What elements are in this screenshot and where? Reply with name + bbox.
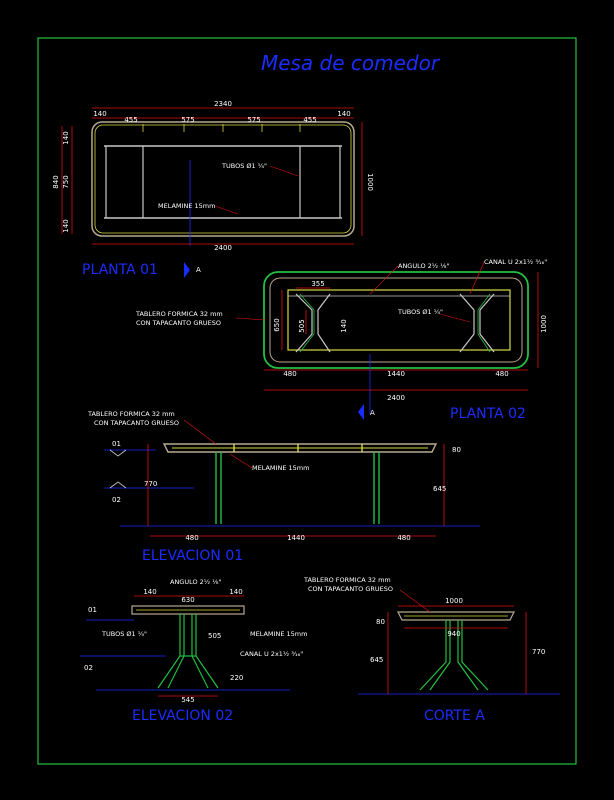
- elevacion-02-mark-02: 02: [84, 664, 93, 672]
- elevacion-02-label-melamine: MELAMINE 15mm: [250, 630, 307, 638]
- elevacion-01-label-tablero-2: CON TAPACANTO GRUESO: [94, 419, 179, 427]
- planta-02-dim-650: 650: [273, 318, 281, 331]
- elevacion-02-dim-top-1: 140: [143, 588, 156, 596]
- planta-02-frame: [287, 289, 511, 351]
- planta-02-label-canal: CANAL U 2x1½ ³⁄₁₆": [484, 258, 547, 266]
- elevacion-01-title: ELEVACION 01: [142, 548, 243, 564]
- elevacion-02-dim-220: 220: [230, 674, 243, 682]
- planta-02-label-tubos: TUBOS Ø1 ¼": [397, 308, 443, 316]
- elevacion-01-dim-bottom-3: 480: [397, 534, 410, 542]
- planta-02-label-tablero-2: CON TAPACANTO GRUESO: [136, 319, 221, 327]
- planta-02-dim-right-total: 1000: [540, 315, 548, 333]
- elevacion-01-label-melamine: MELAMINE 15mm: [252, 464, 309, 472]
- elevacion-01-tabletop: [162, 443, 438, 453]
- planta-01-cross-tubes: [105, 146, 341, 218]
- planta-01-dim-left-2: 750: [62, 175, 70, 188]
- elevacion-01-dim-bottom-2: 1440: [287, 534, 305, 542]
- corte-a-tabletop: [397, 611, 515, 621]
- planta-01-tabletop-inner: [94, 124, 352, 234]
- elevacion-02-label-canal: CANAL U 2x1½ ³⁄₁₆": [240, 650, 303, 658]
- corte-a-dim-770: 770: [532, 648, 545, 656]
- planta-01-dim-top-1: 140: [93, 110, 106, 118]
- planta-01-tick-marks: [142, 124, 301, 132]
- elevacion-02-title: ELEVACION 02: [132, 708, 233, 724]
- planta-01-title: PLANTA 01: [82, 262, 158, 278]
- planta-01-dim-right-total: 1000: [366, 173, 374, 191]
- planta-01-tabletop: [91, 121, 355, 237]
- elevacion-02-dim-545: 545: [181, 696, 194, 704]
- corte-a-title: CORTE A: [424, 708, 485, 724]
- elevacion-02-label-tubos: TUBOS Ø1 ¼": [101, 630, 147, 638]
- planta-02-dim-bottom-3: 480: [495, 370, 508, 378]
- corte-a-dim-1000: 1000: [445, 597, 463, 605]
- elevacion-01-dim-bottom-1: 480: [185, 534, 198, 542]
- planta-01-dim-top-5: 455: [303, 116, 316, 124]
- planta-01-dim-left-1: 140: [62, 131, 70, 144]
- planta-02-left-leg: [295, 293, 331, 353]
- planta-01-dim-bottom-total: 2400: [214, 244, 232, 252]
- elevacion-01-dim-80: 80: [452, 446, 461, 454]
- elevacion-01-label-tablero-1: TABLERO FORMICA 32 mm: [87, 410, 175, 418]
- planta-01-dim-top-total: 2340: [214, 100, 232, 108]
- elevacion-01-dim-645: 645: [433, 485, 446, 493]
- elevacion-01-level-02-icon: [109, 481, 127, 489]
- planta-01-dim-top-4: 575: [247, 116, 260, 124]
- planta-01-label-tubos: TUBOS Ø1 ¼": [221, 162, 267, 170]
- planta-02-dim-bottom-1: 480: [283, 370, 296, 378]
- planta-02-dim-355: 355: [311, 280, 324, 288]
- planta-01-section-arrow-icon: [184, 262, 190, 278]
- corte-a-leg: [419, 620, 489, 691]
- elevacion-02-label-angulo: ANGULO 2½ ⅛": [170, 578, 221, 586]
- elevacion-02-dim-top-2: 630: [181, 596, 194, 604]
- planta-01-dim-top-6: 140: [337, 110, 350, 118]
- planta-01-section-mark: A: [196, 266, 201, 274]
- planta-02-dim-bottom-2: 1440: [387, 370, 405, 378]
- elevacion-02-leg: [157, 614, 219, 689]
- elevacion-02-tabletop: [131, 605, 245, 615]
- planta-01-dim-top-2: 455: [124, 116, 137, 124]
- elevacion-02-dim-top-3: 140: [229, 588, 242, 596]
- corte-a-dim-940: 940: [447, 630, 460, 638]
- planta-01-dim-left-total: 840: [52, 175, 60, 188]
- planta-02-label-angulo: ANGULO 2½ ⅛": [398, 262, 449, 270]
- planta-01-view: 2340 140 455 575 575 455 140 2400 140 75…: [52, 100, 374, 278]
- drawing-frame: [37, 37, 577, 765]
- planta-02-dim-505: 505: [298, 319, 306, 332]
- elevacion-01-view: 01 02 TABLERO FORMICA 32 mm CON TAPACANT…: [87, 410, 480, 564]
- elevacion-01-dim-770: 770: [144, 480, 157, 488]
- elevacion-01-legs: [215, 452, 380, 524]
- planta-01-dim-left-3: 140: [62, 219, 70, 232]
- planta-02-section-arrow-icon: [358, 404, 364, 420]
- elevacion-01-mark-01: 01: [112, 440, 121, 448]
- corte-a-view: TABLERO FORMICA 32 mm CON TAPACANTO GRUE…: [303, 576, 560, 724]
- planta-02-tabletop-inner: [269, 277, 523, 363]
- planta-02-dim-140: 140: [340, 319, 348, 332]
- elevacion-02-dim-505: 505: [208, 632, 221, 640]
- planta-02-label-tablero-1: TABLERO FORMICA 32 mm: [135, 310, 223, 318]
- planta-01-label-melamine: MELAMINE 15mm: [158, 202, 215, 210]
- elevacion-02-view: 01 02 ANGULO 2½ ⅛" TUBOS Ø1 ¼" MELAMINE …: [80, 578, 307, 724]
- elevacion-01-level-01-icon: [109, 449, 127, 457]
- planta-02-section-mark: A: [370, 409, 375, 417]
- elevacion-01-mark-02: 02: [112, 496, 121, 504]
- corte-a-dim-80: 80: [376, 618, 385, 626]
- planta-02-right-leg: [459, 293, 495, 353]
- corte-a-dim-645: 645: [370, 656, 383, 664]
- planta-01-dim-top-3: 575: [181, 116, 194, 124]
- planta-02-dim-bottom-total: 2400: [387, 394, 405, 402]
- drawing-title: Mesa de comedor: [261, 51, 441, 75]
- planta-02-view: ANGULO 2½ ⅛" CANAL U 2x1½ ³⁄₁₆" TABLERO …: [135, 258, 548, 422]
- corte-a-label-tablero-1: TABLERO FORMICA 32 mm: [303, 576, 391, 584]
- corte-a-label-tablero-2: CON TAPACANTO GRUESO: [308, 585, 393, 593]
- planta-02-title: PLANTA 02: [450, 406, 526, 422]
- elevacion-02-mark-01: 01: [88, 606, 97, 614]
